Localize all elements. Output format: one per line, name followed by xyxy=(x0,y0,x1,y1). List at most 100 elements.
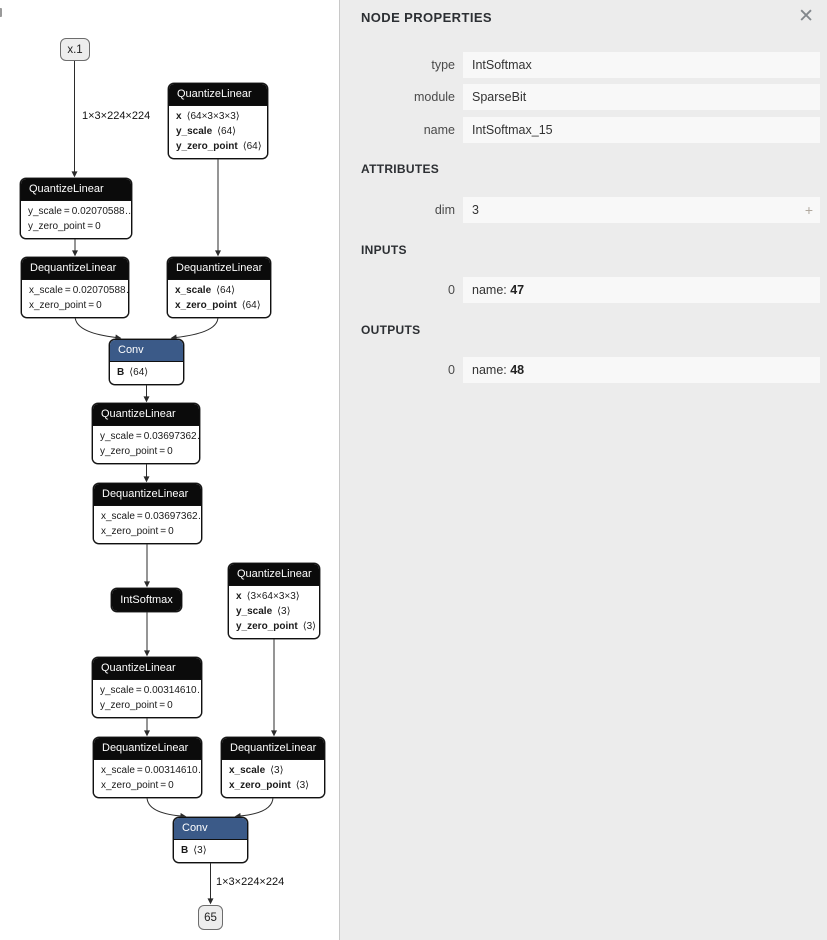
node-title: Conv xyxy=(174,818,247,839)
node-body: B ⟨64⟩ xyxy=(110,361,183,384)
output-index: 0 xyxy=(448,363,455,377)
node-param: x_zero_point = 0 xyxy=(101,526,174,537)
inputs-header: INPUTS xyxy=(361,243,407,257)
node-param: x_scale = 0.00314610… xyxy=(101,765,202,776)
input-name-value: 47 xyxy=(510,283,525,297)
node-title: Conv xyxy=(110,340,183,361)
output-row-0: 0 name: 48 xyxy=(340,357,827,383)
node-param: x_zero_point = 0 xyxy=(29,300,102,311)
property-row-type: type IntSoftmax xyxy=(340,52,827,78)
attribute-row-dim: dim 3 + xyxy=(340,197,827,223)
panel-title: NODE PROPERTIES xyxy=(361,10,492,25)
node-param: x_zero_point ⟨3⟩ xyxy=(229,780,310,791)
node-title: QuantizeLinear xyxy=(93,658,201,679)
graph-node-dequantizelinear[interactable]: DequantizeLinear x_scale = 0.02070588… x_z… xyxy=(21,257,129,318)
node-title: DequantizeLinear xyxy=(94,738,201,759)
node-param: y_scale ⟨64⟩ xyxy=(176,126,237,137)
node-title: IntSoftmax xyxy=(112,589,181,611)
node-title: QuantizeLinear xyxy=(169,84,267,105)
graph-edges xyxy=(71,61,277,905)
graph-node-quantizelinear[interactable]: QuantizeLinear x ⟨64×3×3×3⟩ y_scale ⟨64⟩ y_… xyxy=(168,83,268,159)
node-param: y_zero_point = 0 xyxy=(28,221,101,232)
node-param: y_zero_point ⟨64⟩ xyxy=(176,141,262,152)
edge xyxy=(146,796,187,819)
node-param: x ⟨3×64×3×3⟩ xyxy=(236,591,300,602)
node-title: QuantizeLinear xyxy=(229,564,319,585)
node-title: DequantizeLinear xyxy=(22,258,128,279)
node-body: B ⟨3⟩ xyxy=(174,839,247,862)
node-title: DequantizeLinear xyxy=(94,484,201,505)
toolbar-partial-icon[interactable] xyxy=(0,8,2,17)
property-row-module: module SparseBit xyxy=(340,84,827,110)
type-field[interactable]: IntSoftmax xyxy=(463,52,820,78)
property-row-name: name IntSoftmax_15 xyxy=(340,117,827,143)
dim-field[interactable]: 3 + xyxy=(463,197,820,223)
node-param: y_scale ⟨3⟩ xyxy=(236,606,291,617)
node-param: y_zero_point ⟨3⟩ xyxy=(236,621,317,632)
type-label: type xyxy=(431,58,455,72)
input-name-prefix: name: xyxy=(472,283,511,297)
input-row-0: 0 name: 47 xyxy=(340,277,827,303)
module-label: module xyxy=(414,90,455,104)
graph-io-node[interactable]: x.1 xyxy=(60,38,90,61)
node-param: x_scale = 0.02070588… xyxy=(29,285,128,296)
graph-node-quantizelinear[interactable]: QuantizeLinear y_scale = 0.03697362… y_zer… xyxy=(92,403,200,464)
node-body: x ⟨64×3×3×3⟩ y_scale ⟨64⟩ y_zero_point ⟨64… xyxy=(169,105,267,158)
dim-label: dim xyxy=(434,203,455,217)
node-param: y_scale = 0.02070588… xyxy=(28,206,132,217)
node-title: QuantizeLinear xyxy=(93,404,199,425)
node-body: x_scale = 0.00314610… x_zero_point = 0 xyxy=(94,759,201,797)
edge xyxy=(170,316,219,341)
graph-node-dequantizelinear[interactable]: DequantizeLinear x_scale ⟨64⟩ x_zero_point… xyxy=(167,257,271,318)
name-field[interactable]: IntSoftmax_15 xyxy=(463,117,820,143)
node-properties-panel: NODE PROPERTIES ✕ type IntSoftmax module… xyxy=(340,0,827,940)
node-param: x_scale = 0.03697362… xyxy=(101,511,202,522)
node-title: DequantizeLinear xyxy=(168,258,270,279)
expand-plus-icon[interactable]: + xyxy=(804,202,813,218)
graph-canvas[interactable]: QuantizeLinear x ⟨64×3×3×3⟩ y_scale ⟨64⟩ y_… xyxy=(0,0,339,940)
node-param: y_zero_point = 0 xyxy=(100,446,173,457)
node-body: x ⟨3×64×3×3⟩ y_scale ⟨3⟩ y_zero_point ⟨3⟩ xyxy=(229,585,319,638)
graph-node-intsoftmax[interactable]: IntSoftmax xyxy=(111,588,182,612)
node-body: x_scale = 0.02070588… x_zero_point = 0 xyxy=(22,279,128,317)
pane-divider xyxy=(339,0,340,940)
node-param: x_scale ⟨64⟩ xyxy=(175,285,236,296)
edge-shape-label: 1×3×224×224 xyxy=(216,876,285,888)
output-name-prefix: name: xyxy=(472,363,511,377)
node-param: y_scale = 0.03697362… xyxy=(100,431,199,442)
node-param: x_scale ⟨3⟩ xyxy=(229,765,284,776)
node-body: y_scale = 0.03697362… y_zero_point = 0 xyxy=(93,425,199,463)
outputs-header: OUTPUTS xyxy=(361,323,421,337)
graph-node-quantizelinear[interactable]: QuantizeLinear x ⟨3×64×3×3⟩ y_scale ⟨3⟩ y_z… xyxy=(228,563,320,639)
node-param: y_scale = 0.00314610… xyxy=(100,685,202,696)
edge xyxy=(234,796,274,819)
output-name-value: 48 xyxy=(510,363,525,377)
edge-shape-label: 1×3×224×224 xyxy=(82,110,151,122)
edge xyxy=(74,315,122,341)
close-icon[interactable]: ✕ xyxy=(798,6,814,27)
node-param: y_zero_point = 0 xyxy=(100,700,173,711)
module-field[interactable]: SparseBit xyxy=(463,84,820,110)
node-body: x_scale ⟨3⟩ x_zero_point ⟨3⟩ xyxy=(222,759,324,797)
node-param: x_zero_point ⟨64⟩ xyxy=(175,300,261,311)
node-body: x_scale = 0.03697362… x_zero_point = 0 xyxy=(94,505,201,543)
node-title: DequantizeLinear xyxy=(222,738,324,759)
graph-node-dequantizelinear[interactable]: DequantizeLinear x_scale = 0.03697362… x_z… xyxy=(93,483,202,544)
graph-node-quantizelinear[interactable]: QuantizeLinear y_scale = 0.00314610… y_zer… xyxy=(92,657,202,718)
input-index: 0 xyxy=(448,283,455,297)
input-field[interactable]: name: 47 xyxy=(463,277,820,303)
graph-node-dequantizelinear[interactable]: DequantizeLinear x_scale = 0.00314610… x_z… xyxy=(93,737,202,798)
node-param: B ⟨64⟩ xyxy=(117,367,149,378)
name-label: name xyxy=(423,123,455,137)
dim-value: 3 xyxy=(472,203,479,217)
graph-node-conv[interactable]: Conv B ⟨64⟩ xyxy=(109,339,184,385)
node-param: x ⟨64×3×3×3⟩ xyxy=(176,111,240,122)
node-param: x_zero_point = 0 xyxy=(101,780,174,791)
graph-io-node[interactable]: 65 xyxy=(198,905,223,930)
node-body: y_scale = 0.00314610… y_zero_point = 0 xyxy=(93,679,201,717)
graph-node-dequantizelinear[interactable]: DequantizeLinear x_scale ⟨3⟩ x_zero_point … xyxy=(221,737,325,798)
output-field[interactable]: name: 48 xyxy=(463,357,820,383)
